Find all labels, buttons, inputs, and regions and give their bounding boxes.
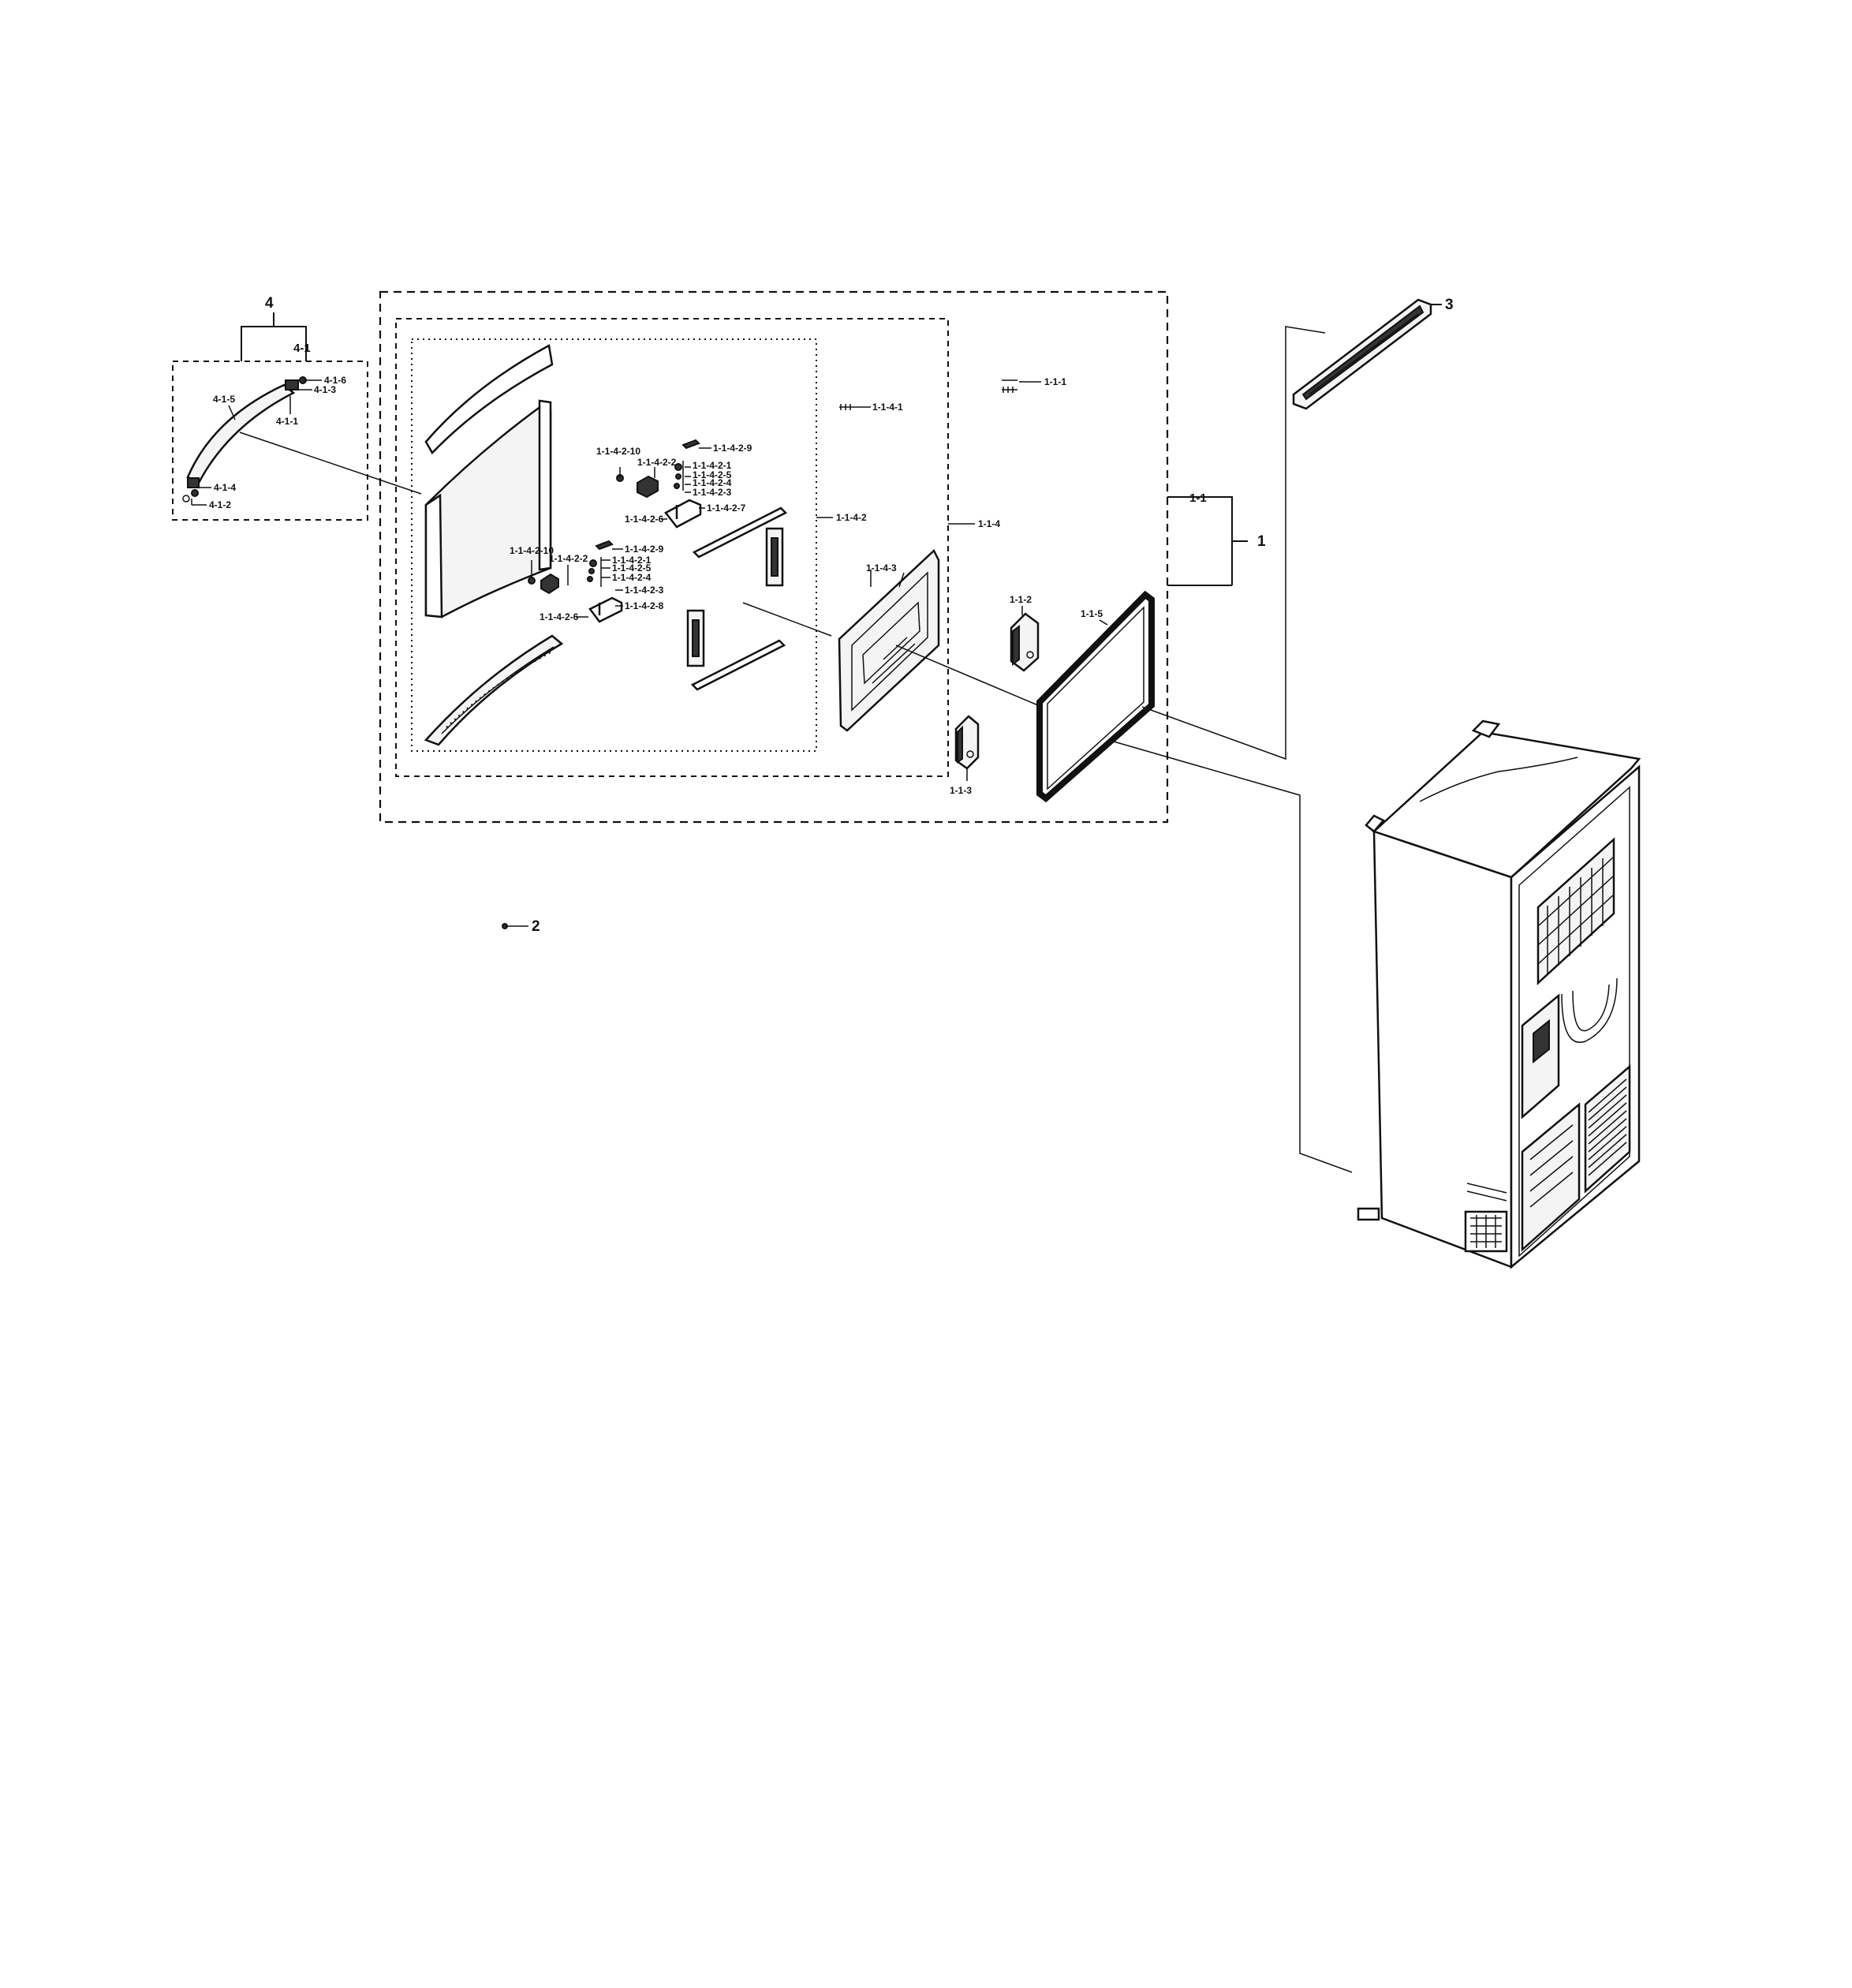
callout-4-1-3: 4-1-3 xyxy=(314,384,336,395)
door-assembly-group-1-1: 1-1 1 1-1-4 1-1-4-2 1-1-4-1 1-1-1 xyxy=(379,290,1266,824)
callout-3: 3 xyxy=(1445,297,1454,313)
callout-1-1-4-3: 1-1-4-3 xyxy=(866,562,897,574)
callout-4-1-1: 4-1-1 xyxy=(276,416,298,427)
callout-b-1-1-4-2-5: 1-1-4-2-5 xyxy=(612,562,652,574)
hinge-block-a xyxy=(637,475,659,499)
cabinet-side xyxy=(1372,830,1513,1269)
callout-2: 2 xyxy=(532,918,540,935)
callout-a-1-1-4-2-2: 1-1-4-2-2 xyxy=(637,457,677,468)
door-strip-upper xyxy=(692,506,788,559)
hinge-bracket-a xyxy=(664,499,702,529)
callout-4-1-6: 4-1-6 xyxy=(324,375,346,386)
callout-b-1-1-4-2-10: 1-1-4-2-10 xyxy=(510,545,554,556)
handle-cap-top xyxy=(285,379,299,390)
group-1-1-dashed-box xyxy=(379,290,1169,824)
hinge-block-b xyxy=(540,573,559,595)
callout-4-1: 4-1 xyxy=(293,342,311,355)
door-rail-3: 3 xyxy=(1141,297,1454,760)
callout-4-1-2: 4-1-2 xyxy=(209,499,231,510)
callout-1-1-5: 1-1-5 xyxy=(1081,608,1103,619)
door-strip-lower xyxy=(690,639,786,691)
door-liner-1-1-4-3: 1-1-4-3 xyxy=(838,548,940,732)
callout-4: 4 xyxy=(265,295,274,312)
callout-1: 1 xyxy=(1257,533,1266,550)
group-1-1-4-dashed-box xyxy=(395,318,949,777)
callout-a-1-1-4-2-10: 1-1-4-2-10 xyxy=(596,446,640,457)
callout-a-1-1-4-2-6: 1-1-4-2-6 xyxy=(625,514,664,525)
callout-1-1: 1-1 xyxy=(1189,491,1207,505)
handle-bar xyxy=(186,383,296,484)
callout-4-1-4: 4-1-4 xyxy=(214,482,236,493)
callout-1-1-4-2: 1-1-4-2 xyxy=(836,512,867,523)
callout-1-1-4-1: 1-1-4-1 xyxy=(872,402,903,413)
callout-b-1-1-4-2-2: 1-1-4-2-2 xyxy=(549,553,588,564)
part-2: 2 xyxy=(502,918,540,935)
callout-1-1-2: 1-1-2 xyxy=(1010,594,1032,605)
group-4-1-dashed-box xyxy=(172,361,368,521)
callout-b-1-1-4-2-3: 1-1-4-2-3 xyxy=(625,585,664,596)
bracket-1-1-2: 1-1-2 xyxy=(1010,594,1040,672)
callout-4-1-5: 4-1-5 xyxy=(213,394,235,405)
callout-b-1-1-4-2-6: 1-1-4-2-6 xyxy=(540,611,579,622)
hinge-kit-b: 1-1-4-2-10 1-1-4-2-2 1-1-4-2-9 1-1-4-2-1… xyxy=(510,540,664,623)
door-gasket-1-1-5: 1-1-5 xyxy=(1036,590,1155,803)
callout-b-1-1-4-2-1: 1-1-4-2-1 xyxy=(612,555,652,566)
handle-cap-bottom xyxy=(187,477,200,488)
screws-1-1-4-1: 1-1-4-1 xyxy=(839,402,903,413)
screws-1-1-1: 1-1-1 xyxy=(1002,376,1066,393)
callout-1-1-4: 1-1-4 xyxy=(978,518,1000,529)
hinge-kit-a: 1-1-4-2-10 1-1-4-2-2 1-1-4-2-9 1-1-4-2-1… xyxy=(596,439,752,529)
cabinet-machine-compartment xyxy=(1521,1102,1581,1252)
handle-assembly-group-4: 4 4-1 4-1-6 4-1-3 4-1-1 4-1-5 4-1-4 4-1-… xyxy=(172,295,422,521)
callout-b-1-1-4-2-9: 1-1-4-2-9 xyxy=(625,544,664,555)
callout-a-1-1-4-2-3: 1-1-4-2-3 xyxy=(693,487,732,498)
callout-1-1-3: 1-1-3 xyxy=(950,785,972,796)
callout-b-1-1-4-2-8: 1-1-4-2-8 xyxy=(625,600,664,611)
callout-a-1-1-4-2-5: 1-1-4-2-5 xyxy=(693,469,732,480)
callout-a-1-1-4-2-1: 1-1-4-2-1 xyxy=(693,460,732,471)
callout-a-1-1-4-2-4: 1-1-4-2-4 xyxy=(693,477,732,488)
callout-1-1-1: 1-1-1 xyxy=(1044,376,1066,387)
refrigerator-cabinet xyxy=(1113,719,1641,1269)
bracket-1-1-3: 1-1-3 xyxy=(950,715,980,796)
callout-b-1-1-4-2-4: 1-1-4-2-4 xyxy=(612,572,652,583)
door-top-cap xyxy=(424,344,554,455)
callout-a-1-1-4-2-9: 1-1-4-2-9 xyxy=(713,443,752,454)
hinge-bracket-b xyxy=(588,596,623,623)
callout-a-1-1-4-2-7: 1-1-4-2-7 xyxy=(707,503,746,514)
